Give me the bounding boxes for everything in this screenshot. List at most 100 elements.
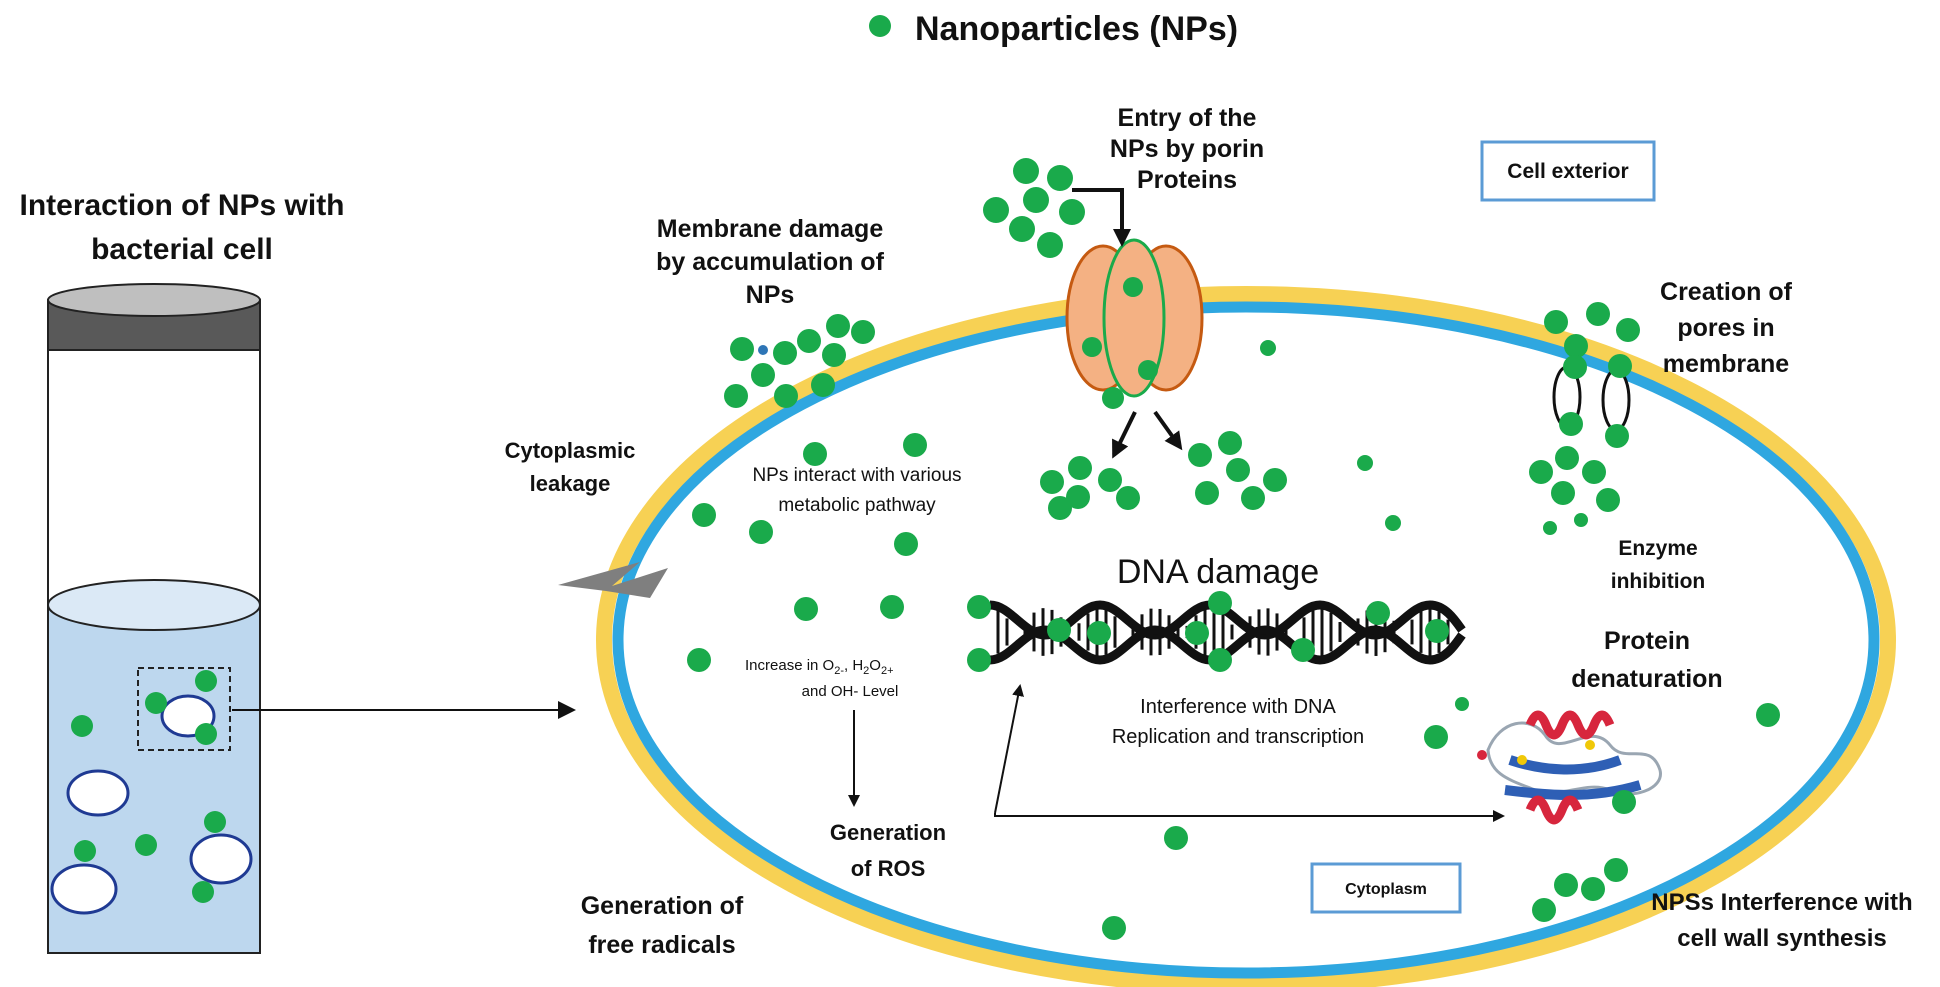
arrows [848, 188, 1505, 822]
bacterial-cell [50, 863, 118, 915]
np-dot [1023, 187, 1049, 213]
porin-exit-arrow-right [1153, 410, 1183, 451]
cytoplasm-box [1310, 862, 1462, 914]
np-dot [803, 442, 827, 466]
np-dot [195, 723, 217, 745]
ros-increase-label: Increase in O2-, H2O2+ [745, 657, 894, 677]
np-dot [1544, 310, 1568, 334]
porin-protein [1065, 238, 1204, 398]
np-dot [1564, 334, 1588, 358]
np-dot [1102, 387, 1124, 409]
np-dot [1612, 790, 1636, 814]
tube-liquid-surface [47, 579, 261, 631]
ros-increase-level-label: and OH- Level [802, 683, 899, 700]
np-dot [1581, 877, 1605, 901]
np-dot [1037, 232, 1063, 258]
np-dot [1551, 481, 1575, 505]
np-dot [1291, 638, 1315, 662]
cytoplasm-label: Cytoplasm [1345, 881, 1427, 898]
np-dot [1366, 601, 1390, 625]
np-dot [1047, 618, 1071, 642]
legend-np-dot [869, 15, 891, 37]
protein-structure-icon [1477, 710, 1662, 825]
np-dot [1066, 485, 1090, 509]
ros-to-protein-arrow [994, 810, 1505, 822]
pore [1601, 368, 1631, 432]
leakage-bolt-icon [558, 562, 668, 598]
membrane-pores [1552, 365, 1631, 432]
dna-damage-label: DNA damage [1117, 553, 1319, 591]
np-dot [1048, 496, 1072, 520]
cell-exterior-box [1480, 140, 1656, 202]
np-dot [71, 715, 93, 737]
np-dot [692, 503, 716, 527]
dna-strand-b [989, 625, 1466, 665]
np-dot [758, 345, 768, 355]
np-dot [1605, 424, 1629, 448]
np-dot [749, 520, 773, 544]
np-dot [1574, 513, 1588, 527]
np-dot [74, 840, 96, 862]
np-dot [1263, 468, 1287, 492]
dna-helix [989, 600, 1466, 665]
np-dot [822, 343, 846, 367]
np-dot [145, 692, 167, 714]
np-dot [1098, 468, 1122, 492]
np-dot [1529, 460, 1553, 484]
bacterial-cell [189, 833, 253, 885]
np-dot [1424, 725, 1448, 749]
np-dot [1013, 158, 1039, 184]
np-dot [1208, 591, 1232, 615]
legend-label: Nanoparticles (NPs) [915, 10, 1238, 48]
np-dot [1185, 621, 1209, 645]
np-dot [730, 337, 754, 361]
ros-to-dna-arrow [994, 684, 1024, 814]
np-dot [1102, 916, 1126, 940]
np-dot [774, 384, 798, 408]
np-dot [1455, 697, 1469, 711]
np-dot [1241, 486, 1265, 510]
np-dot [1582, 460, 1606, 484]
np-dot [967, 648, 991, 672]
np-dot [1357, 455, 1373, 471]
zoom-box [137, 667, 231, 751]
np-dot [1087, 621, 1111, 645]
np-dot [1756, 703, 1780, 727]
tube-cells [50, 694, 253, 915]
np-dot [1532, 898, 1556, 922]
np-dot [1188, 443, 1212, 467]
cell-nps [687, 158, 1780, 940]
np-dot [204, 811, 226, 833]
np-dot [1554, 873, 1578, 897]
np-dot [773, 341, 797, 365]
np-dot [1138, 360, 1158, 380]
np-dot [1082, 337, 1102, 357]
np-dot [797, 329, 821, 353]
np-dot [1068, 456, 1092, 480]
np-dot [880, 595, 904, 619]
np-dot [1555, 446, 1579, 470]
test-tube [47, 283, 576, 954]
np-dot [1563, 355, 1587, 379]
tube-cap-top [47, 283, 261, 317]
np-dot [1195, 481, 1219, 505]
np-dot [1009, 216, 1035, 242]
np-dot [1425, 619, 1449, 643]
np-dot [1586, 302, 1610, 326]
np-dot [1059, 199, 1085, 225]
np-dot [894, 532, 918, 556]
np-dot [851, 320, 875, 344]
np-dot [1226, 458, 1250, 482]
